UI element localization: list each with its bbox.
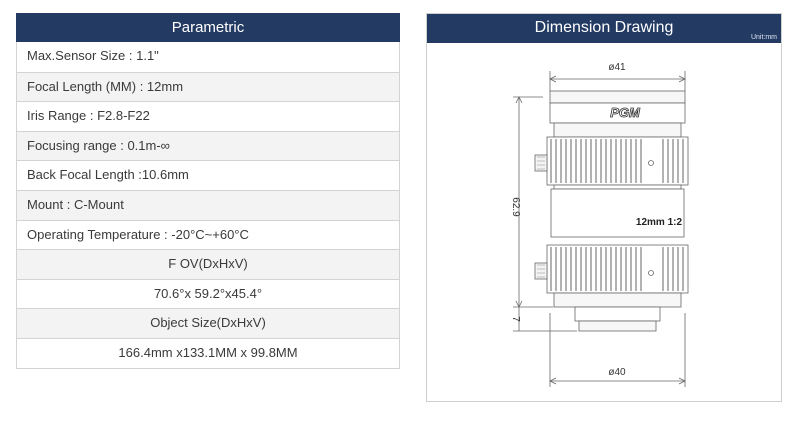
unit-label: Unit:mm bbox=[750, 34, 777, 41]
parametric-table: Parametric Max.Sensor Size : 1.1" Focal … bbox=[16, 13, 400, 369]
spec-row-focal-length: Focal Length (MM) : 12mm bbox=[17, 71, 399, 102]
spec-row-sensor-size: Max.Sensor Size : 1.1" bbox=[27, 48, 159, 63]
top-diameter-label: ø41 bbox=[608, 62, 626, 73]
brand-logo: PGM bbox=[610, 105, 641, 120]
bottom-diameter-label: ø40 bbox=[608, 367, 626, 378]
spec-row-fov-value: 70.6°x 59.2°x45.4° bbox=[17, 278, 399, 309]
lens-drawing: ø41 ø40 62.9 7 PGM 12mm 1:2 bbox=[510, 62, 689, 387]
lens-focal-label: 12mm 1:2 bbox=[636, 217, 683, 228]
spec-row-mount: Mount : C-Mount bbox=[17, 189, 399, 220]
parametric-title: Parametric bbox=[171, 19, 245, 36]
spec-row-operating-temperature: Operating Temperature : -20°C~+60°C bbox=[17, 219, 399, 250]
focus-ring-knurl bbox=[550, 139, 684, 183]
drawing-header: Dimension Drawing Unit:mm bbox=[427, 14, 781, 43]
spec-rows: Max.Sensor Size : 1.1" Focal Length (MM)… bbox=[16, 42, 400, 369]
spec-row-fov-label: F OV(DxHxV) bbox=[17, 249, 399, 279]
drawing-title: Dimension Drawing bbox=[534, 19, 674, 36]
spec-row-object-size-label: Object Size(DxHxV) bbox=[17, 308, 399, 338]
iris-ring-knurl bbox=[550, 247, 684, 291]
spec-row-iris-range: Iris Range : F2.8-F22 bbox=[17, 101, 399, 131]
spec-row-back-focal-length: Back Focal Length :10.6mm bbox=[17, 160, 399, 190]
spec-row-focusing-range: Focusing range : 0.1m-∞ bbox=[17, 130, 399, 161]
height-dimension-label: 62.9 bbox=[510, 197, 521, 217]
parametric-header: Parametric bbox=[16, 13, 400, 42]
dimension-drawing-panel: Dimension Drawing Unit:mm bbox=[426, 13, 782, 402]
flange-dimension-label: 7 bbox=[510, 316, 521, 322]
spec-row-object-size-value: 166.4mm x133.1MM x 99.8MM bbox=[17, 337, 399, 368]
